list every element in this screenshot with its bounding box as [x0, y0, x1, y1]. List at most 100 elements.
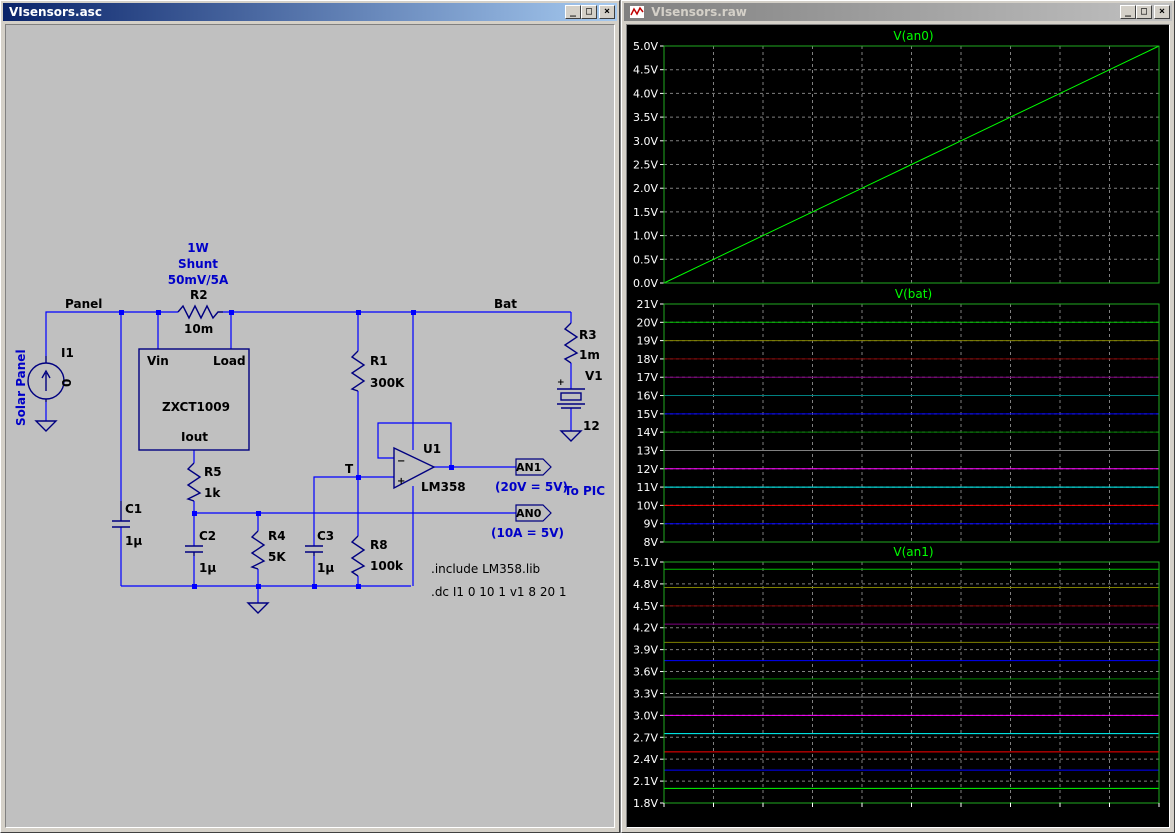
junction [312, 584, 317, 589]
net-flag-an0-label: AN0 [516, 507, 542, 520]
resistor-r8[interactable] [350, 535, 366, 577]
y-tick-label: 3.0V [633, 709, 658, 722]
wires [45, 311, 572, 603]
y-tick-label: 19V [636, 335, 658, 348]
junction [256, 584, 261, 589]
resistor-r2[interactable] [177, 304, 223, 320]
c1-name: C1 [125, 502, 142, 516]
y-tick-label: 3.9V [633, 644, 658, 657]
to-pic-label: To PIC [564, 484, 605, 498]
ic-name: ZXCT1009 [162, 400, 230, 414]
i1-value: 0 [60, 379, 74, 387]
c3-name: C3 [317, 529, 334, 543]
series-line [663, 45, 1160, 284]
y-tick-label: 17V [636, 371, 658, 384]
y-tick-label: 5.1V [633, 556, 658, 569]
schematic-canvas[interactable]: Panel Bat R2 10m I1 0 Vin Load ZXCT1009 … [5, 24, 615, 828]
r8-value: 100k [370, 559, 404, 573]
y-tick-label: 15V [636, 408, 658, 421]
battery-v1[interactable] [557, 388, 585, 409]
junction [256, 511, 261, 516]
junction [156, 310, 161, 315]
v1-name: V1 [585, 369, 603, 383]
y-tick-label: 12V [636, 463, 658, 476]
junctions [119, 310, 454, 589]
plot-title: V(an1) [893, 545, 933, 559]
y-tick-label: 4.0V [633, 87, 658, 100]
y-tick-label: 0.5V [633, 253, 658, 266]
net-flag-an1[interactable] [515, 458, 552, 476]
resistor-r4[interactable] [250, 530, 266, 570]
junction [356, 475, 361, 480]
y-tick-label: 3.3V [633, 687, 658, 700]
resistor-r5[interactable] [186, 462, 202, 502]
v1-value: 12 [583, 419, 600, 433]
spice-directive-dc[interactable]: .dc I1 0 10 1 v1 8 20 1 [431, 585, 567, 599]
ic-load-pin: Load [213, 354, 246, 368]
net-label-panel: Panel [65, 297, 102, 311]
node-label-t: T [345, 462, 354, 476]
y-tick-label: 16V [636, 390, 658, 403]
y-tick-label: 8V [643, 536, 658, 549]
y-tick-label: 20V [636, 316, 658, 329]
y-tick-label: 1.5V [633, 206, 658, 219]
y-tick-label: 2.0V [633, 182, 658, 195]
capacitor-c2[interactable] [185, 545, 203, 556]
junction [356, 310, 361, 315]
y-tick-label: 4.2V [633, 622, 658, 635]
y-tick-label: 3.0V [633, 135, 658, 148]
r1-value: 300K [370, 376, 405, 390]
current-source-i1[interactable] [27, 356, 65, 402]
minimize-button[interactable]: _ [565, 5, 581, 19]
opamp-u1[interactable] [393, 446, 436, 490]
waveform-icon [630, 6, 644, 18]
junction [192, 511, 197, 516]
plot-title: V(bat) [895, 287, 932, 301]
y-tick-label: 1.0V [633, 230, 658, 243]
y-tick-label: 3.6V [633, 666, 658, 679]
wire [45, 311, 178, 356]
junction [229, 310, 234, 315]
junction [356, 584, 361, 589]
schematic-titlebar[interactable]: VIsensors.asc _ □ × [3, 3, 617, 21]
r4-value: 5K [268, 550, 286, 564]
resistor-r1[interactable] [350, 350, 366, 392]
y-tick-label: 10V [636, 499, 658, 512]
net-flag-an0[interactable] [515, 504, 552, 522]
junction [449, 465, 454, 470]
close-button[interactable]: × [1154, 5, 1170, 19]
y-tick-label: 4.8V [633, 578, 658, 591]
resistor-r3[interactable] [563, 322, 579, 364]
waveform-plots[interactable]: V(an0)0.0V0.5V1.0V1.5V2.0V2.5V3.0V3.5V4.… [626, 24, 1168, 807]
minimize-button[interactable]: _ [1120, 5, 1136, 19]
capacitor-c1[interactable] [112, 501, 130, 528]
schematic-drawing[interactable]: Panel Bat R2 10m I1 0 Vin Load ZXCT1009 … [5, 24, 611, 806]
r8-name: R8 [370, 538, 388, 552]
y-tick-label: 2.5V [633, 159, 658, 172]
maximize-button[interactable]: □ [581, 5, 597, 19]
plot-frame [663, 45, 1160, 284]
schematic-window[interactable]: VIsensors.asc _ □ × [0, 0, 620, 833]
close-button[interactable]: × [599, 5, 615, 19]
y-tick-label: 1.8V [633, 797, 658, 807]
c2-name: C2 [199, 529, 216, 543]
maximize-button[interactable]: □ [1136, 5, 1152, 19]
y-tick-label: 5.0V [633, 40, 658, 53]
spice-directive-include[interactable]: .include LM358.lib [431, 562, 540, 576]
c1-value: 1µ [125, 534, 142, 548]
y-tick-label: 21V [636, 298, 658, 311]
wire [377, 422, 452, 467]
junction [411, 310, 416, 315]
junction [119, 310, 124, 315]
capacitor-c3[interactable] [305, 545, 323, 556]
u1-name: U1 [423, 442, 441, 456]
solar-panel-label: Solar Panel [14, 349, 28, 426]
an1-note: (20V = 5V) [495, 480, 568, 494]
ic-zxct1009[interactable] [138, 348, 250, 451]
r2-value: 10m [184, 322, 213, 336]
waveform-titlebar[interactable]: VIsensors.raw _ □ × [624, 3, 1172, 21]
ic-vin-pin: Vin [147, 354, 169, 368]
opamp-minus-marker: − [397, 456, 405, 467]
